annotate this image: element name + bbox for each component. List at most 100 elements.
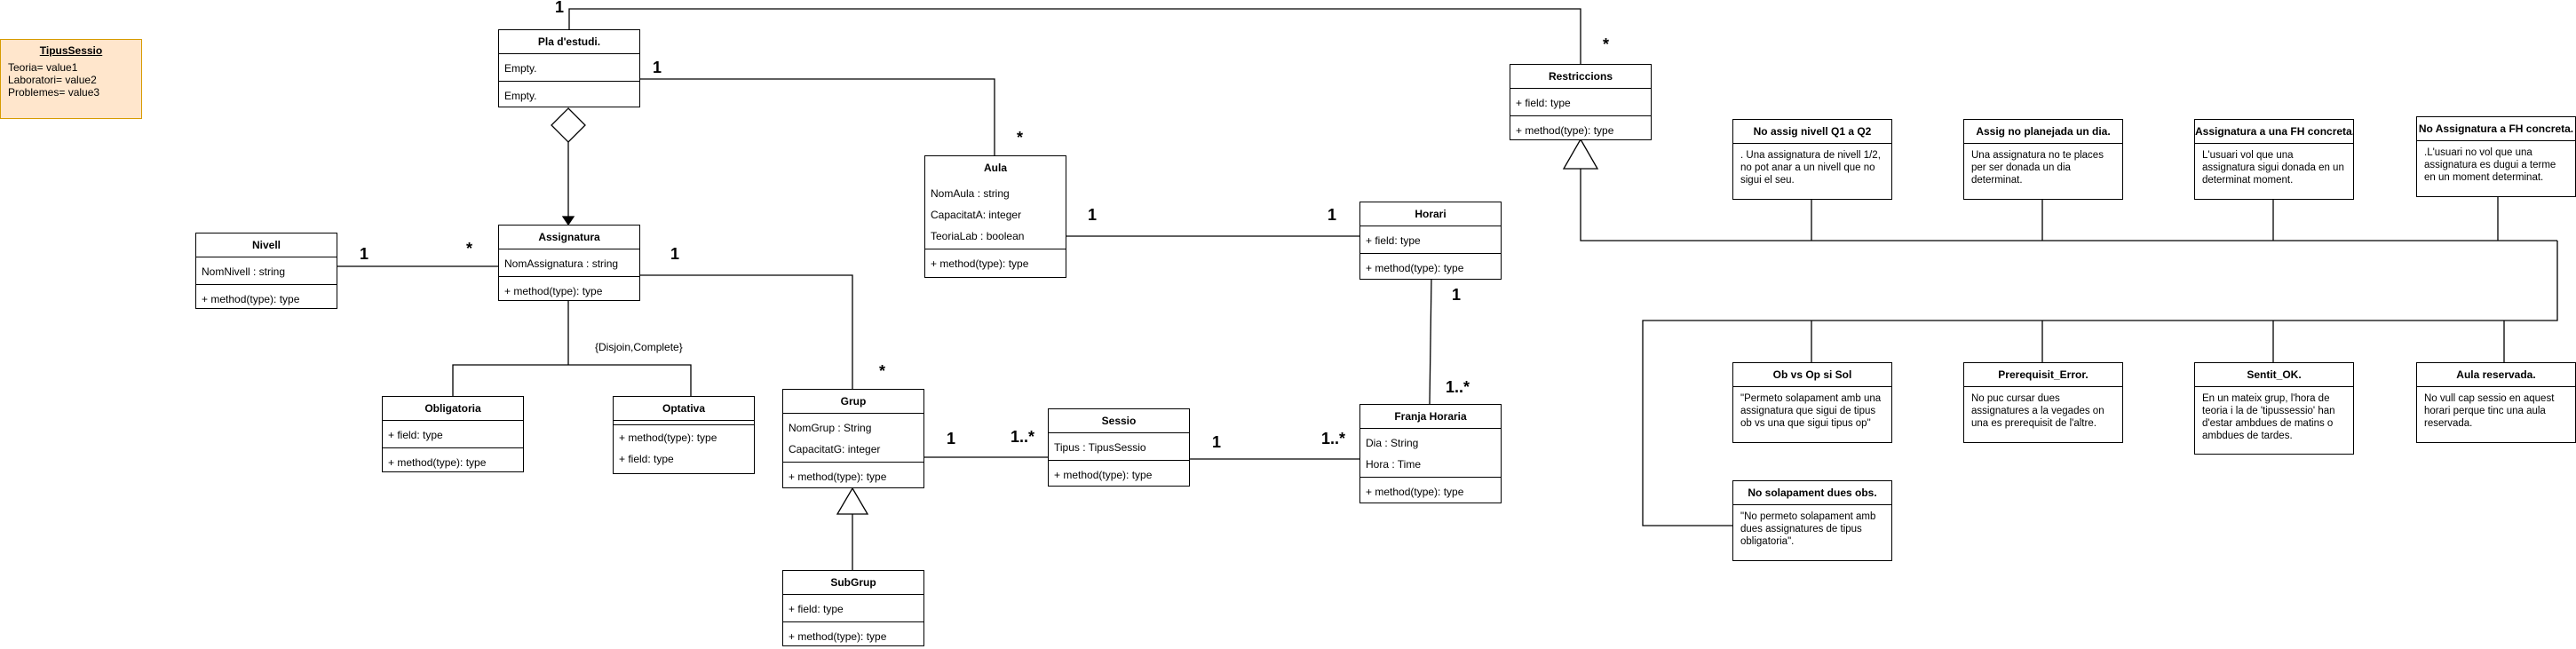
class-attr: CapacitatG: integer [789, 443, 881, 455]
note-title: TipusSessio [39, 44, 103, 57]
class-method: Empty. [504, 90, 537, 102]
generalization-constraint-label: {Disjoin,Complete} [595, 341, 683, 353]
class-attr: + field: type [388, 429, 443, 441]
multiplicity: 1 [1452, 286, 1462, 304]
class-pla-estudi[interactable]: Pla d'estudi. Empty. Empty. [498, 29, 640, 107]
edge-restr-bus-top [1580, 169, 2557, 241]
restriction-text: No vull cap sessio en aquest horari perq… [2417, 386, 2575, 433]
restriction-name: No assig nivell Q1 a Q2 [1753, 125, 1872, 138]
class-attr: NomNivell : string [202, 265, 286, 278]
class-method: + method(type): type [789, 471, 887, 483]
restriction-name: Assignatura a una FH concreta. [2195, 125, 2353, 138]
class-method: + method(type): type [388, 456, 487, 469]
class-attr: NomAula : string [931, 187, 1010, 200]
multiplicity: 1..* [1446, 378, 1470, 396]
class-nivell[interactable]: Nivell NomNivell : string + method(type)… [195, 233, 337, 309]
class-name: Franja Horaria [1394, 410, 1467, 423]
multiplicity: 1 [670, 245, 680, 263]
class-method: + method(type): type [202, 293, 300, 305]
note-line: Laboratori= value2 [8, 74, 97, 86]
class-restriccions[interactable]: Restriccions + field: type + method(type… [1510, 64, 1652, 140]
restriction-text: En un mateix grup, l'hora de teoria i la… [2195, 386, 2353, 446]
class-name: Assignatura [538, 231, 600, 243]
class-method: + method(type): type [789, 630, 887, 643]
restriction-name: No Assignatura a FH concreta. [2418, 123, 2574, 135]
class-franja-horaria[interactable]: Franja Horaria Dia : String Hora : Time … [1359, 404, 1502, 503]
edge-restr-bus-mid [1642, 241, 2558, 526]
multiplicity: 1..* [1011, 428, 1035, 446]
multiplicity: 1..* [1321, 430, 1346, 447]
restriction-name: Sentit_OK. [2247, 368, 2302, 381]
class-attr: Dia : String [1366, 437, 1419, 449]
restriction-sentit-ok[interactable]: Sentit_OK. En un mateix grup, l'hora de … [2194, 362, 2354, 455]
multiplicity: 1 [1212, 433, 1222, 451]
class-method: + method(type): type [1366, 486, 1464, 498]
composition-diamond [551, 107, 586, 143]
class-attr: + field: type [1516, 97, 1571, 109]
class-optativa[interactable]: Optativa + method(type): type + field: t… [613, 396, 755, 474]
class-attr: Hora : Time [1366, 458, 1422, 471]
class-name: SubGrup [830, 576, 876, 589]
generalization-restriccions [1562, 138, 1599, 170]
class-obligatoria[interactable]: Obligatoria + field: type + method(type)… [382, 396, 524, 472]
enum-note-tipussessio: TipusSessio Teoria= value1 Laboratori= v… [0, 39, 142, 119]
multiplicity: * [879, 362, 886, 380]
restriction-text: L'usuari vol que una assignatura sigui d… [2195, 143, 2353, 190]
restriction-name: Ob vs Op si Sol [1772, 368, 1852, 381]
class-attr: + field: type [1366, 234, 1421, 247]
edge-gen-branches [452, 364, 692, 396]
generalization-grup [836, 487, 869, 515]
class-name: Pla d'estudi. [537, 36, 601, 48]
restriction-text: No puc cursar dues assignatures a la veg… [1964, 386, 2122, 433]
class-assignatura[interactable]: Assignatura NomAssignatura : string + me… [498, 225, 640, 301]
restriction-ob-vs-op[interactable]: Ob vs Op si Sol "Permeto solapament amb … [1732, 362, 1892, 443]
class-method: + method(type): type [1054, 469, 1153, 481]
restriction-name: No solapament dues obs. [1748, 487, 1877, 499]
edge-pla-aula [639, 78, 995, 155]
class-name: Aula [983, 162, 1007, 174]
multiplicity: * [1017, 129, 1024, 146]
arrowhead-assignatura [561, 216, 575, 226]
edge-horari-franja [1429, 277, 1432, 405]
class-grup[interactable]: Grup NomGrup : String CapacitatG: intege… [782, 389, 924, 488]
class-attr: NomAssignatura : string [504, 257, 619, 270]
restriction-no-solapament[interactable]: No solapament dues obs. "No permeto sola… [1732, 480, 1892, 561]
class-name: Nivell [251, 239, 281, 251]
restriction-prerequisit[interactable]: Prerequisit_Error. No puc cursar dues as… [1963, 362, 2123, 443]
class-sessio[interactable]: Sessio Tipus : TipusSessio + method(type… [1048, 408, 1190, 487]
class-attr: + field: type [789, 603, 844, 615]
restriction-no-assignatura-fh[interactable]: No Assignatura a FH concreta. .L'usuari … [2416, 116, 2576, 197]
note-line: Teoria= value1 [8, 61, 78, 74]
class-attr: Tipus : TipusSessio [1054, 441, 1146, 454]
class-attr: TeoriaLab : boolean [931, 230, 1025, 242]
class-attr: Empty. [504, 62, 537, 75]
restriction-no-assig-nivell[interactable]: No assig nivell Q1 a Q2 . Una assignatur… [1732, 119, 1892, 200]
class-name: Optativa [662, 402, 705, 415]
restriction-aula-reservada[interactable]: Aula reservada. No vull cap sessio en aq… [2416, 362, 2576, 443]
class-subgrup[interactable]: SubGrup + field: type + method(type): ty… [782, 570, 924, 646]
restriction-text: "Permeto solapament amb una assignatura … [1733, 386, 1891, 433]
multiplicity: * [1603, 36, 1610, 53]
restriction-text: Una assignatura no te places per ser don… [1964, 143, 2122, 190]
class-name: Obligatoria [424, 402, 481, 415]
note-line: Problemes= value3 [8, 86, 100, 99]
edge-assignatura-grup [639, 274, 853, 389]
class-method: + field: type [619, 453, 674, 465]
class-method: + method(type): type [1516, 124, 1614, 137]
class-name: Restriccions [1548, 70, 1613, 83]
restriction-assignatura-fh[interactable]: Assignatura a una FH concreta. L'usuari … [2194, 119, 2354, 200]
class-aula[interactable]: Aula NomAula : string CapacitatA: intege… [924, 155, 1066, 278]
class-attr: CapacitatA: integer [931, 209, 1022, 221]
multiplicity: 1 [360, 245, 369, 263]
restriction-assig-no-planejada[interactable]: Assig no planejada un dia. Una assignatu… [1963, 119, 2123, 200]
class-name: Horari [1415, 208, 1447, 220]
class-method: + method(type): type [504, 285, 603, 297]
multiplicity: 1 [653, 59, 662, 76]
class-method: + method(type): type [931, 257, 1029, 270]
multiplicity: 1 [555, 0, 565, 16]
class-method: + method(type): type [1366, 262, 1464, 274]
multiplicity: 1 [1328, 206, 1337, 224]
class-horari[interactable]: Horari + field: type + method(type): typ… [1359, 202, 1502, 280]
restriction-name: Assig no planejada un dia. [1976, 125, 2111, 138]
